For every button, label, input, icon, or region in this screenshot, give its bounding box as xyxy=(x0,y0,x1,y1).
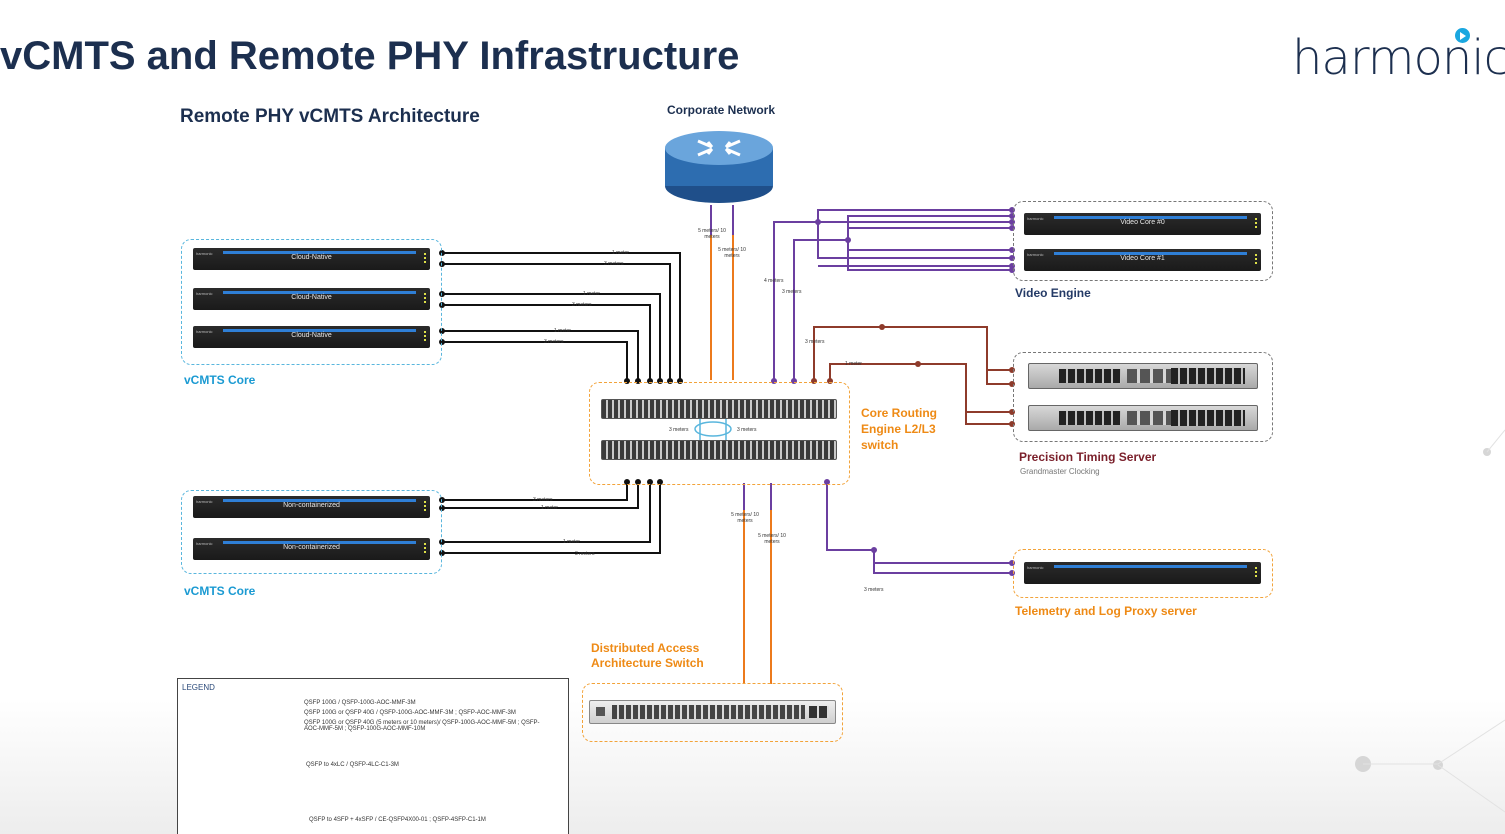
link-cn1-b xyxy=(442,263,671,380)
non-containerized-server-2[interactable]: harmonic Non-containerized xyxy=(193,538,430,560)
distributed-switch-label: Distributed Access Architecture Switch xyxy=(591,641,704,670)
diagram-subtitle: Remote PHY vCMTS Architecture xyxy=(180,106,480,127)
server-label: Video Core #1 xyxy=(1120,255,1165,262)
video-engine-group xyxy=(1013,201,1273,281)
legend: LEGEND QSFP 100G / QSFP-100G-AOC-MMF-3M … xyxy=(177,678,569,834)
core-switch-2[interactable] xyxy=(601,440,837,460)
link-label: 1 meter xyxy=(563,539,580,545)
link-label: 3 meters xyxy=(544,339,564,345)
link-cn1-a xyxy=(442,252,681,380)
link-label: 4 meters xyxy=(764,278,784,284)
link-label: 5 meters/ 10 meters xyxy=(731,512,759,524)
legend-item: QSFP 100G or QSFP 40G (5 meters or 10 me… xyxy=(304,720,540,732)
link-label: 3 meters xyxy=(575,551,595,557)
server-label: Non-containerized xyxy=(283,544,340,551)
vcmts-core-group-top xyxy=(181,239,442,365)
corporate-network-label: Corporate Network xyxy=(667,103,776,117)
distributed-switch-group xyxy=(582,683,843,742)
link-cn2-a xyxy=(442,293,661,380)
cloud-native-server-1[interactable]: harmonic Cloud-Native xyxy=(193,248,430,270)
legend-item: QSFP to 4SFP + 4xSFP / CE-QSFP4X00-01 ; … xyxy=(309,817,486,823)
core-routing-label: Core Routing Engine L2/L3 switch xyxy=(861,406,937,452)
link-label: 5 meters/ 10 meters xyxy=(698,228,726,240)
video-engine-label: Video Engine xyxy=(1015,286,1091,300)
precision-timing-group xyxy=(1013,352,1273,442)
link-cn2-b xyxy=(442,304,651,380)
core-switch-1[interactable] xyxy=(601,399,837,419)
stack-link xyxy=(694,421,732,437)
router-icon xyxy=(665,131,773,203)
vcmts-core-label-top: vCMTS Core xyxy=(184,373,256,387)
vcmts-core-label-bottom: vCMTS Core xyxy=(184,584,256,598)
vcmts-core-group-bottom xyxy=(181,490,442,574)
link-label: 3 meters xyxy=(737,427,757,433)
link-cn3-a xyxy=(442,330,639,380)
link-label: 3 meters xyxy=(805,339,825,345)
page-title: vCMTS and Remote PHY Infrastructure xyxy=(0,34,740,78)
cloud-native-server-3[interactable]: harmonic Cloud-Native xyxy=(193,326,430,348)
video-core-server-0[interactable]: harmonic Video Core #0 xyxy=(1024,213,1261,235)
link-label: 3 meters xyxy=(604,261,624,267)
harmonic-logo: harmonic xyxy=(1292,28,1505,92)
link-nc1-b xyxy=(442,483,639,509)
link-label: 3 meters xyxy=(533,497,553,503)
logo-text: harmonic xyxy=(1292,30,1505,86)
timing-server-1[interactable] xyxy=(1028,363,1258,389)
non-containerized-server-1[interactable]: harmonic Non-containerized xyxy=(193,496,430,518)
legend-title: LEGEND xyxy=(182,683,215,692)
telemetry-label: Telemetry and Log Proxy server xyxy=(1015,604,1197,618)
link-label: 5 meters/ 10 meters xyxy=(758,533,786,545)
link-label: 3 meters xyxy=(864,587,884,593)
logo-play-icon xyxy=(1455,28,1470,43)
server-label: Non-containerized xyxy=(283,502,340,509)
legend-item: QSFP to 4xLC / QSFP-4LC-C1-3M xyxy=(306,762,399,768)
link-video-b xyxy=(793,215,1012,380)
link-timing-a xyxy=(813,326,1012,380)
link-label: 3 meters xyxy=(782,289,802,295)
link-nc1-a xyxy=(442,483,628,501)
cloud-native-server-2[interactable]: harmonic Cloud-Native xyxy=(193,288,430,310)
link-telemetry xyxy=(826,483,1012,564)
link-label: 3 meters xyxy=(669,427,689,433)
grandmaster-label: Grandmaster Clocking xyxy=(1020,467,1100,476)
timing-server-2[interactable] xyxy=(1028,405,1258,431)
link-label: 1 meter xyxy=(845,361,862,367)
link-label: 1 meter xyxy=(612,250,629,256)
link-nc2-b xyxy=(442,483,661,554)
server-label: Cloud-Native xyxy=(291,294,332,301)
link-timing-b xyxy=(829,363,1012,413)
telemetry-server[interactable]: harmonic xyxy=(1024,562,1261,584)
link-label: 1 meter xyxy=(554,328,571,334)
link-label: 3 meters xyxy=(572,302,592,308)
link-cn3-b xyxy=(442,341,628,380)
video-core-server-1[interactable]: harmonic Video Core #1 xyxy=(1024,249,1261,271)
legend-item: QSFP 100G / QSFP-100G-AOC-MMF-3M xyxy=(304,700,416,706)
link-label: 1 meter xyxy=(583,291,600,297)
link-nc2-a xyxy=(442,483,651,543)
link-label: 1 meter xyxy=(541,505,558,511)
legend-item: QSFP 100G or QSFP 40G / QSFP-100G-AOC-MM… xyxy=(304,710,516,716)
server-label: Video Core #0 xyxy=(1120,219,1165,226)
server-label: Cloud-Native xyxy=(291,332,332,339)
core-routing-group xyxy=(589,382,850,485)
telemetry-group xyxy=(1013,549,1273,598)
link-label: 5 meters/ 10 meters xyxy=(718,247,746,259)
precision-timing-label: Precision Timing Server xyxy=(1019,450,1157,464)
distributed-access-switch[interactable] xyxy=(589,700,836,724)
link-video-a xyxy=(773,209,1012,380)
server-label: Cloud-Native xyxy=(291,254,332,261)
